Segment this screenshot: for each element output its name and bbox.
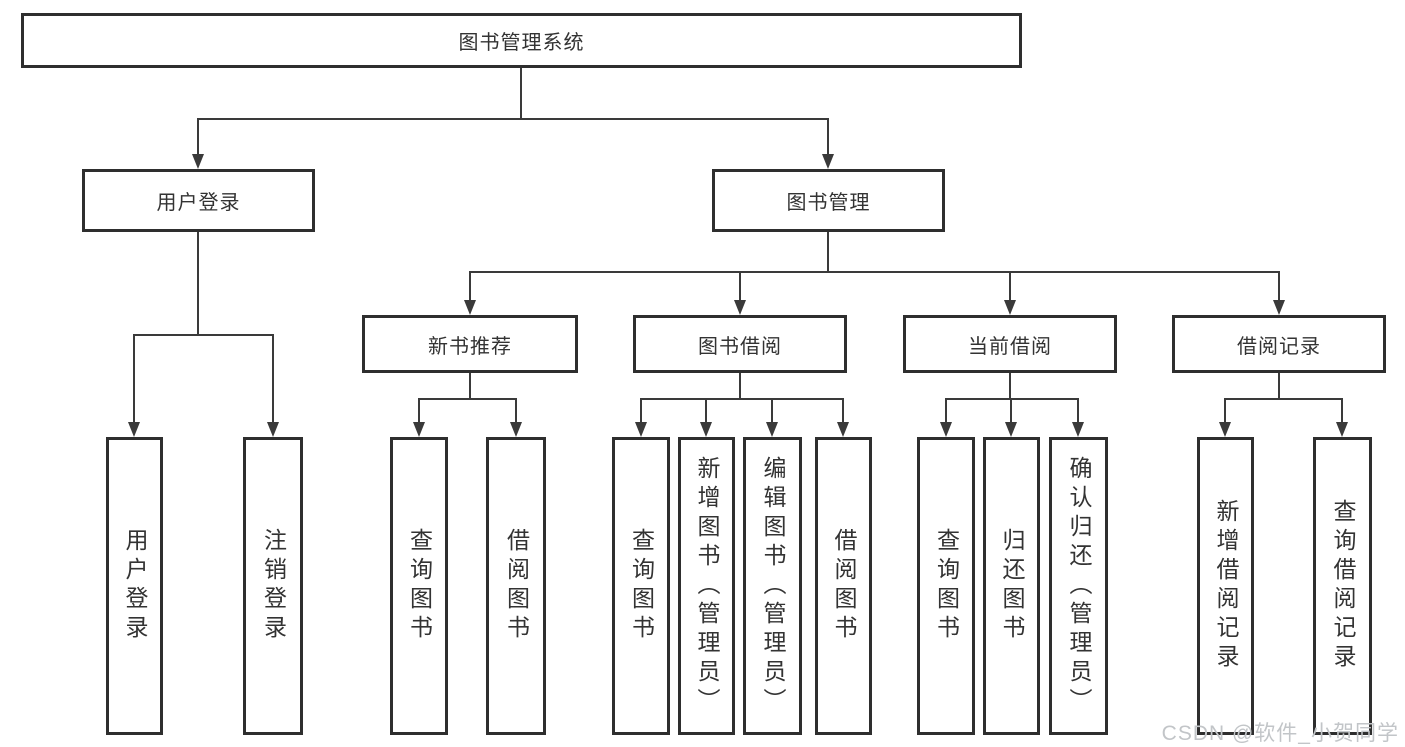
arrow-down-icon — [837, 422, 849, 437]
node-current-label: 当前借阅 — [968, 335, 1052, 358]
leaf-borrowing-edit-label: 编辑图书（管理员） — [760, 455, 786, 717]
node-current: 当前借阅 — [903, 315, 1117, 373]
leaf-records-add: 新增借阅记录 — [1197, 437, 1254, 735]
leaf-user-login: 用户登录 — [106, 437, 163, 735]
connector-root-bar — [197, 118, 829, 120]
connector-mgmt-bar — [469, 271, 1280, 273]
leaf-borrowing-add: 新增图书（管理员） — [678, 437, 735, 735]
leaf-current-query-label: 查询图书 — [933, 528, 960, 644]
arrow-down-icon — [1004, 300, 1016, 315]
arrow-down-icon — [766, 422, 778, 437]
leaf-logout-label: 注销登录 — [260, 528, 287, 644]
node-root-label: 图书管理系统 — [458, 32, 585, 54]
leaf-records-query: 查询借阅记录 — [1313, 437, 1372, 735]
arrow-down-icon — [734, 300, 746, 315]
leaf-logout: 注销登录 — [243, 437, 303, 735]
leaf-borrowing-edit: 编辑图书（管理员） — [743, 437, 802, 735]
arrow-down-icon — [413, 422, 425, 437]
connector-newbook-bar — [418, 398, 517, 400]
node-user-login-label: 用户登录 — [156, 192, 241, 214]
arrow-down-icon — [1273, 300, 1285, 315]
connector-borrowing-arm-2 — [705, 398, 707, 424]
connector-current-bar — [945, 398, 1079, 400]
connector-current-stem — [1009, 373, 1011, 400]
connector-login-bar — [133, 334, 274, 336]
connector-mgmt-stem — [827, 232, 829, 273]
node-records: 借阅记录 — [1172, 315, 1386, 373]
connector-root-arm-right — [827, 118, 829, 158]
node-borrowing: 图书借阅 — [633, 315, 847, 373]
connector-login-arm-left — [133, 334, 135, 424]
leaf-records-add-label: 新增借阅记录 — [1213, 499, 1239, 673]
arrow-down-icon — [510, 422, 522, 437]
csdn-watermark: CSDN @软件_小贺同学 — [1161, 722, 1399, 745]
arrow-down-icon — [940, 422, 952, 437]
node-new-book: 新书推荐 — [362, 315, 578, 373]
node-new-book-label: 新书推荐 — [428, 335, 512, 358]
connector-records-stem — [1278, 373, 1280, 400]
arrow-down-icon — [267, 422, 279, 437]
arrow-down-icon — [1072, 422, 1084, 437]
node-records-label: 借阅记录 — [1237, 335, 1321, 358]
leaf-borrowing-query: 查询图书 — [612, 437, 670, 735]
arrow-down-icon — [464, 300, 476, 315]
connector-mgmt-arm-2 — [739, 271, 741, 302]
arrow-down-icon — [1219, 422, 1231, 437]
arrow-down-icon — [1336, 422, 1348, 437]
node-book-mgmt: 图书管理 — [712, 169, 945, 232]
connector-records-bar — [1224, 398, 1343, 400]
leaf-current-confirm-label: 确认归还（管理员） — [1066, 455, 1092, 717]
connector-newbook-stem — [469, 373, 471, 400]
leaf-user-login-label: 用户登录 — [122, 528, 148, 644]
arrow-down-icon — [635, 422, 647, 437]
connector-current-arm-2 — [1010, 398, 1012, 424]
leaf-newbook-borrow: 借阅图书 — [486, 437, 546, 735]
connector-current-arm-3 — [1077, 398, 1079, 424]
node-book-mgmt-label: 图书管理 — [786, 192, 871, 214]
node-root: 图书管理系统 — [21, 13, 1022, 68]
leaf-borrowing-borrow-label: 借阅图书 — [831, 528, 857, 644]
node-borrowing-label: 图书借阅 — [698, 335, 782, 358]
leaf-current-confirm: 确认归还（管理员） — [1049, 437, 1108, 735]
connector-newbook-arm-1 — [418, 398, 420, 424]
leaf-newbook-query: 查询图书 — [390, 437, 448, 735]
connector-mgmt-arm-3 — [1009, 271, 1011, 302]
arrow-down-icon — [1005, 422, 1017, 437]
leaf-borrowing-query-label: 查询图书 — [628, 528, 655, 644]
arrow-down-icon — [192, 154, 204, 169]
connector-current-arm-1 — [945, 398, 947, 424]
connector-records-arm-1 — [1224, 398, 1226, 424]
connector-borrowing-arm-4 — [842, 398, 844, 424]
connector-mgmt-arm-1 — [469, 271, 471, 302]
connector-root-stem — [520, 68, 522, 120]
connector-root-arm-left — [197, 118, 199, 158]
arrow-down-icon — [700, 422, 712, 437]
connector-login-arm-right — [272, 334, 274, 424]
node-user-login: 用户登录 — [82, 169, 315, 232]
connector-login-stem — [197, 232, 199, 336]
connector-records-arm-2 — [1341, 398, 1343, 424]
connector-borrowing-stem — [739, 373, 741, 400]
connector-borrowing-arm-1 — [640, 398, 642, 424]
leaf-borrowing-add-label: 新增图书（管理员） — [694, 455, 720, 717]
leaf-current-query: 查询图书 — [917, 437, 975, 735]
arrow-down-icon — [822, 154, 834, 169]
arrow-down-icon — [128, 422, 140, 437]
connector-borrowing-bar — [640, 398, 844, 400]
leaf-current-return-label: 归还图书 — [999, 528, 1025, 644]
connector-mgmt-arm-4 — [1278, 271, 1280, 302]
leaf-records-query-label: 查询借阅记录 — [1330, 499, 1356, 673]
connector-newbook-arm-2 — [515, 398, 517, 424]
connector-borrowing-arm-3 — [771, 398, 773, 424]
leaf-current-return: 归还图书 — [983, 437, 1040, 735]
leaf-borrowing-borrow: 借阅图书 — [815, 437, 872, 735]
leaf-newbook-query-label: 查询图书 — [406, 528, 433, 644]
leaf-newbook-borrow-label: 借阅图书 — [503, 528, 530, 644]
